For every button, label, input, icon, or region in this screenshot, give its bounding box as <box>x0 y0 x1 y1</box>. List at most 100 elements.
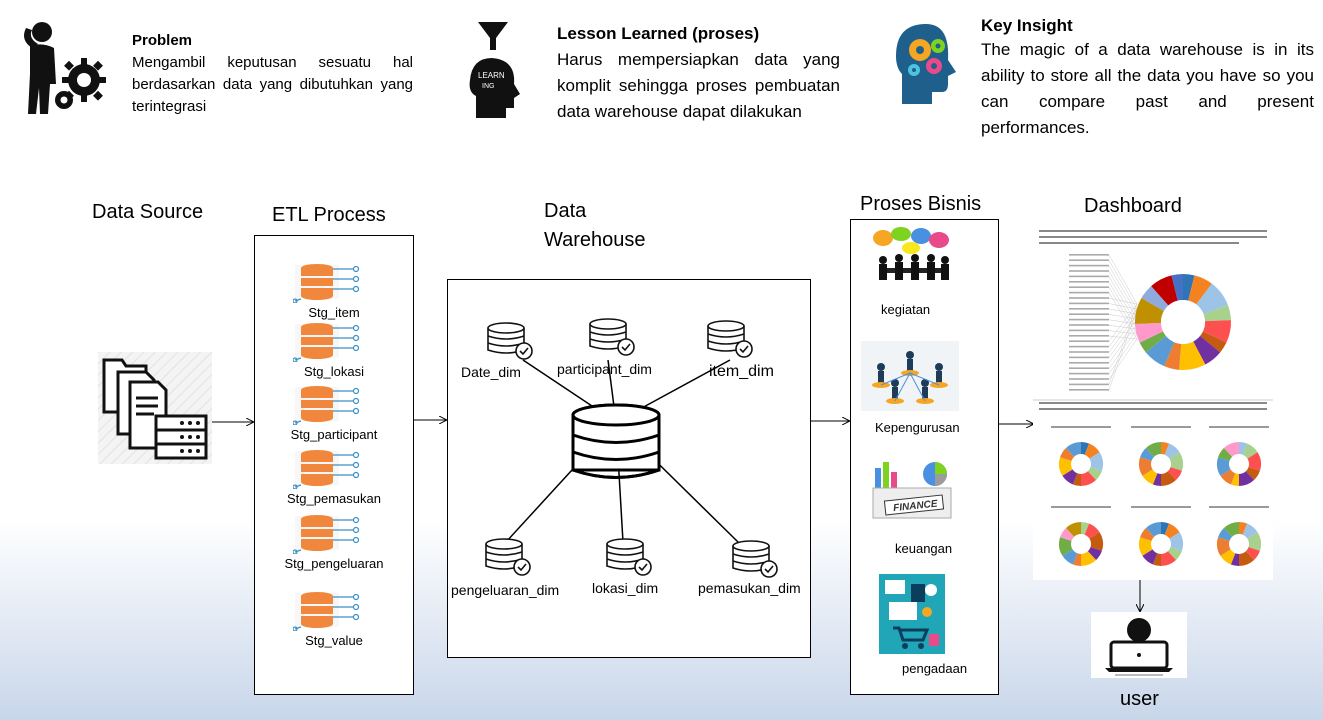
dashboard-donut-slice <box>1245 467 1260 481</box>
dashboard-donut-slice <box>1247 532 1261 551</box>
insight-text: The magic of a data warehouse is in its … <box>981 40 1314 137</box>
dashboard-donut-slice <box>1059 537 1073 556</box>
insight-title: Key Insight <box>981 16 1073 35</box>
dashboard-donut-slice <box>1145 335 1175 367</box>
problem-text: Mengambil keputusan sesuatu hal berdasar… <box>132 54 413 115</box>
dim-label-date: Date_dim <box>461 364 521 380</box>
dashboard-donut-slice <box>1072 473 1081 486</box>
dashboard-donut-slice <box>1164 342 1182 370</box>
dashboard-donut-slice <box>1217 537 1231 556</box>
dashboard-donut-slice <box>1087 547 1102 561</box>
dashboard-donut-slice <box>1242 523 1258 539</box>
dashboard-donut-slice <box>1087 467 1102 481</box>
dashboard-donut-slice <box>1062 469 1078 485</box>
bisnis-label-kepengurusan: Kepengurusan <box>875 420 960 435</box>
dashboard-donut-slice <box>1247 452 1261 471</box>
dashboard-donut-slice <box>1161 522 1170 535</box>
dashboard-donut-slice <box>1169 532 1183 551</box>
dashboard-donut-slice <box>1060 447 1075 461</box>
dashboard-donut-slice <box>1239 551 1255 566</box>
dim-label-pengeluaran: pengeluaran_dim <box>451 582 560 598</box>
data-source-title: Data Source <box>92 201 204 223</box>
staging-database-icon <box>293 264 360 303</box>
etl-item-label: Stg_pemasukan <box>287 491 381 506</box>
dw-title-line2: Warehouse <box>544 229 646 251</box>
staging-database-icon <box>293 592 360 631</box>
bisnis-label-kegiatan: kegiatan <box>881 302 931 317</box>
dashboard-title: Dashboard <box>1084 195 1182 217</box>
dashboard-donut-slice <box>1152 473 1161 486</box>
dashboard-donut-slice <box>1062 549 1078 565</box>
dashboard-donut-slice <box>1081 551 1097 566</box>
head-funnel-icon: LEARN ING <box>462 20 528 120</box>
dashboard-donut-slice <box>1223 522 1239 537</box>
dashboard-donut-slice <box>1145 442 1161 457</box>
data-warehouse-box: Date_dim participant_dim item_dim pengel… <box>447 279 811 658</box>
dim-database-icon-lokasi <box>606 538 652 576</box>
dashboard-donut-slice <box>1230 473 1239 486</box>
lesson-title: Lesson Learned (proses) <box>557 24 760 43</box>
dim-label-item: item_dim <box>709 363 774 380</box>
dashboard-donut-slice <box>1161 471 1177 486</box>
dashboard-donut-slice <box>1140 527 1155 541</box>
dashboard-donut-slice <box>1065 442 1081 457</box>
dashboard-donut-slice <box>1245 547 1260 561</box>
etl-item-stg-pengeluaran: Stg_pengeluaran <box>255 512 413 572</box>
etl-item-stg-value: Stg_value <box>255 589 413 649</box>
dashboard-donut-slice <box>1081 471 1097 486</box>
dashboard-donut-slice <box>1169 452 1183 471</box>
dashboard-donut-slice <box>1151 275 1178 306</box>
organization-image <box>861 341 959 411</box>
proses-bisnis-title: Proses Bisnis <box>860 193 982 215</box>
dim-database-icon-pemasukan <box>732 540 778 578</box>
finance-sign-text: FINANCE <box>893 499 939 515</box>
staging-database-icon <box>293 323 360 362</box>
dashboard-donut-slice <box>1239 471 1255 486</box>
dashboard-donut-slice <box>1193 335 1221 365</box>
lesson-text: Harus mempersiapkan data yang komplit se… <box>557 50 840 121</box>
dashboard-donut-slice <box>1171 274 1183 301</box>
dashboard-image <box>1033 224 1273 580</box>
dashboard-donut-slice <box>1167 467 1182 481</box>
dashboard-donut-slice <box>1089 532 1103 551</box>
bisnis-label-keuangan: keuangan <box>895 541 953 556</box>
dashboard-donut-slice <box>1084 523 1100 539</box>
dashboard-donut-slice <box>1203 304 1231 322</box>
dashboard-donut-slice <box>1242 443 1258 459</box>
svg-text:LEARN: LEARN <box>478 71 505 80</box>
dashboard-donut-slice <box>1196 283 1228 315</box>
finance-image: FINANCE <box>871 458 953 520</box>
dashboard-donut-slice <box>1230 553 1239 566</box>
meeting-image <box>871 226 951 284</box>
dashboard-donut-slice <box>1145 522 1161 537</box>
dashboard-donut-slice <box>1220 469 1236 485</box>
etl-item-stg-pemasukan: Stg_pemasukan <box>255 447 413 507</box>
dashboard-donut-slice <box>1135 298 1164 324</box>
dashboard-donut-slice <box>1152 553 1161 566</box>
procurement-image <box>879 574 945 654</box>
svg-text:ING: ING <box>482 83 494 90</box>
dashboard-donut-slice <box>1179 341 1206 370</box>
problem-icon <box>12 14 116 118</box>
dashboard-donut-slice <box>1220 549 1236 565</box>
dashboard-donut-slice <box>1072 553 1081 566</box>
dashboard-donut-slice <box>1084 443 1100 459</box>
dashboard-donut-slice <box>1167 547 1182 561</box>
dashboard-donut-slice <box>1139 457 1153 476</box>
dashboard-donut-slice <box>1141 286 1169 311</box>
dashboard-donut-slice <box>1183 274 1195 301</box>
dashboard-donut-slice <box>1188 275 1212 305</box>
dim-database-icon-pengeluaran <box>485 538 531 576</box>
staging-database-icon <box>293 386 360 425</box>
dashboard-donut-slice <box>1081 522 1090 535</box>
dashboard-donut-slice <box>1161 442 1170 455</box>
dashboard-donut-slice <box>1139 537 1153 556</box>
user-label: user <box>1120 688 1159 710</box>
dashboard-donut-slice <box>1139 331 1166 353</box>
dashboard-donut-slice <box>1218 527 1233 541</box>
dim-database-icon-date <box>487 322 533 360</box>
head-gears-icon <box>890 20 966 106</box>
staging-database-icon <box>293 515 360 554</box>
dashboard-donut-slice <box>1223 442 1239 457</box>
